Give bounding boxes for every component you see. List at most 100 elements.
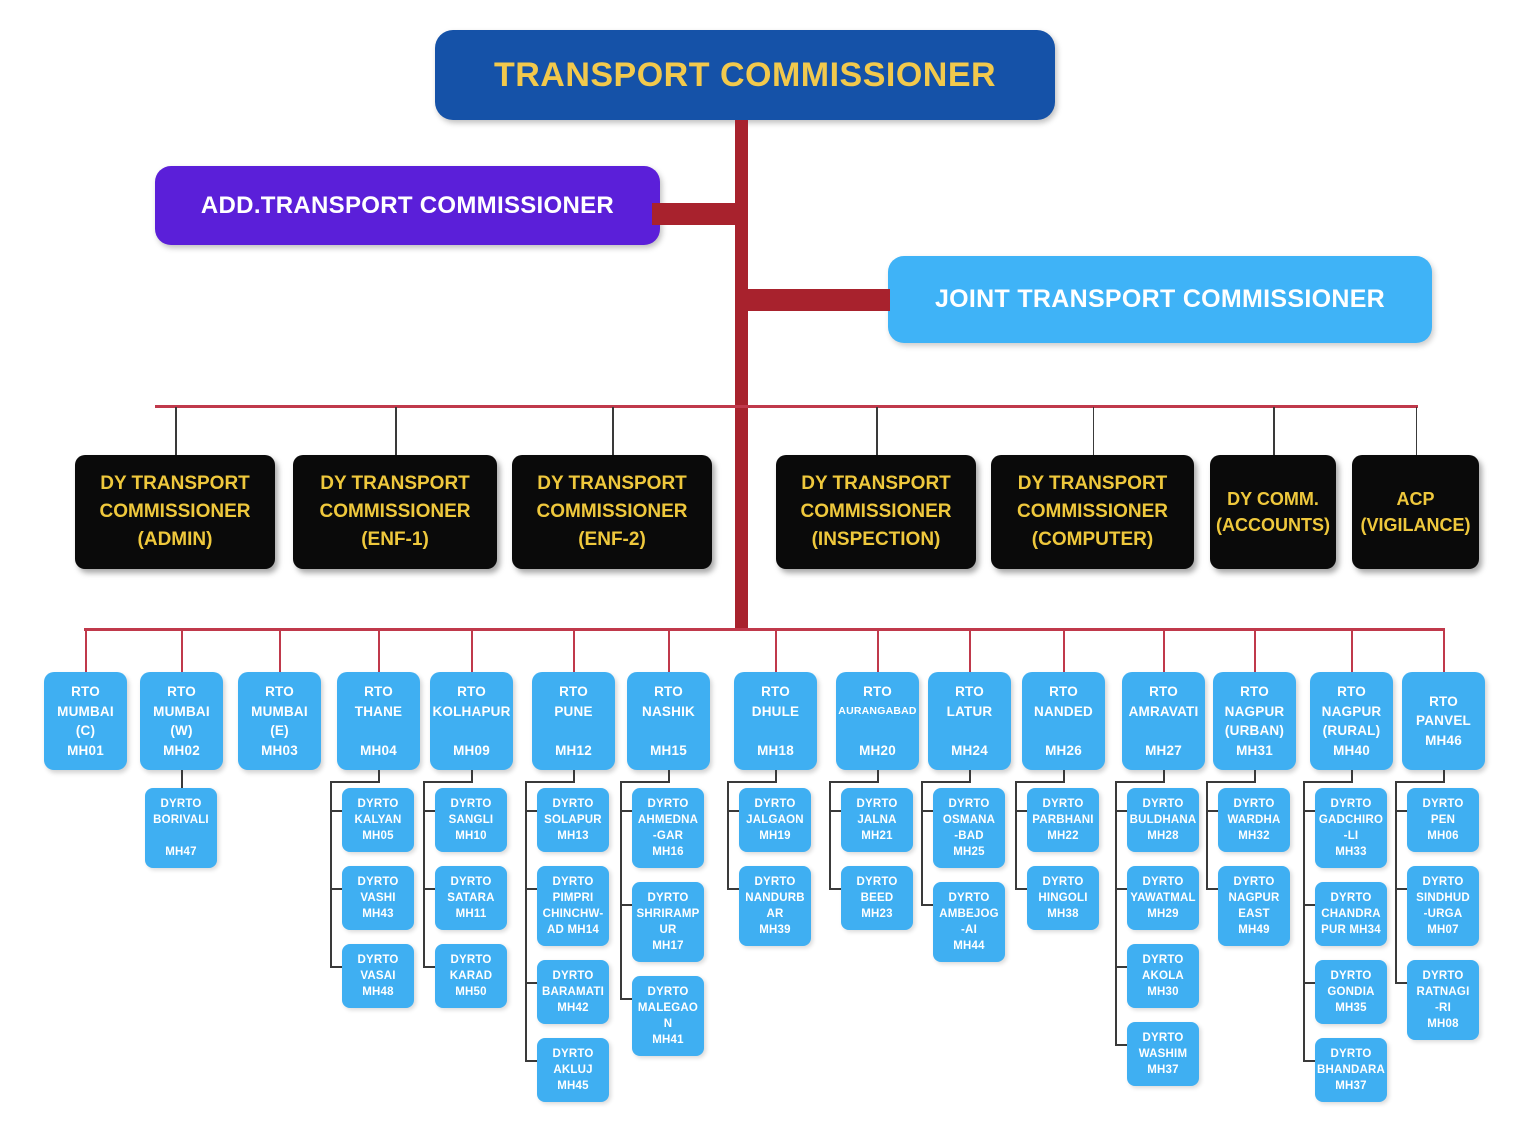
box-line: DY TRANSPORT <box>320 473 470 494</box>
dyrto-stub-line <box>1303 982 1315 984</box>
box-line: BHANDARA <box>1316 1064 1386 1076</box>
box-line: CHINCHW- <box>542 908 604 920</box>
box-line: DYRTO <box>1142 876 1184 888</box>
dyrto-jog-line <box>525 781 574 783</box>
dyrto-drop-line <box>572 770 575 783</box>
dyrto-drop-line <box>876 770 879 783</box>
level3-drop-line <box>876 630 879 672</box>
box-line: VASHI <box>360 892 396 904</box>
box-line: -LI <box>1343 830 1359 842</box>
box-line: MH37 <box>1335 1080 1367 1092</box>
box-line: HINGOLI <box>1038 892 1088 904</box>
box-line: MH47 <box>165 846 197 858</box>
box-line: MH50 <box>455 986 487 998</box>
box-line: KALYAN <box>354 814 402 826</box>
box-line: NAGPUR <box>1228 892 1280 904</box>
level3-drop-line <box>180 630 183 672</box>
dyrto-rail-line <box>1206 781 1208 888</box>
box-line: AKLUJ <box>553 1064 593 1076</box>
dyrto-jog-line <box>829 781 878 783</box>
level3-rail-line <box>84 628 1445 631</box>
box-line: MH11 <box>455 908 487 920</box>
box-line: MH44 <box>953 940 985 952</box>
box-line: DY TRANSPORT <box>100 473 250 494</box>
dyrto-drop-line <box>774 770 777 783</box>
box-line: DYRTO <box>1422 798 1464 810</box>
level3-drop-line <box>377 630 380 672</box>
box-line: MH16 <box>652 846 684 858</box>
dyrto-rail-line <box>727 781 729 888</box>
dyrto-stub-line <box>921 810 933 812</box>
box-line: DYRTO <box>552 970 594 982</box>
dyrto-jog-line <box>1206 781 1255 783</box>
box-line: (E) <box>270 723 289 738</box>
dyrto-stub-line <box>1395 810 1407 812</box>
add-transport-commissioner-box: ADD.TRANSPORT COMMISSIONER <box>155 166 660 245</box>
dyrto-stub-line <box>330 810 342 812</box>
dyrto-drop-line <box>1253 770 1256 783</box>
level2-drop-line <box>1092 407 1094 455</box>
box-line: DYRTO <box>357 798 399 810</box>
box-line: RATNAGI <box>1416 986 1470 998</box>
box-line: NANDURB <box>745 892 805 904</box>
dyrto-drop-line <box>1162 770 1165 783</box>
box-line: MH26 <box>1045 742 1082 758</box>
box-line: RTO <box>71 684 100 699</box>
box-line: DYRTO <box>357 954 399 966</box>
box-line: DYRTO <box>552 798 594 810</box>
dyrto-jog-line <box>330 781 379 783</box>
box-line: MH03 <box>261 742 298 758</box>
dyrto-stub-line <box>829 888 841 890</box>
box-line: MH01 <box>67 742 104 758</box>
level2-drop-line <box>876 407 878 455</box>
dyrto-drop-line <box>1350 770 1353 783</box>
box-line: RTO <box>167 684 196 699</box>
box-line: DYRTO <box>1042 798 1084 810</box>
box-line: BEED <box>860 892 894 904</box>
box-line: BULDHANA <box>1129 814 1197 826</box>
level3-drop-line <box>774 630 777 672</box>
box-line: -BAD <box>954 830 984 842</box>
box-line: MH46 <box>1425 732 1462 748</box>
dyrto-jog-line <box>1015 781 1064 783</box>
level3-drop-line <box>278 630 281 672</box>
level3-drop-line <box>84 630 87 672</box>
box-line: -URGA <box>1423 908 1463 920</box>
box-line: MH31 <box>1236 742 1273 758</box>
dyrto-stub-line <box>620 998 632 1000</box>
dy-office-box: ACP(VIGILANCE) <box>1352 455 1479 569</box>
box-line: NAGPUR <box>1321 703 1382 719</box>
box-line: -RI <box>1435 1002 1451 1014</box>
dyrto-rail-line <box>1115 781 1117 1044</box>
box-line: DY TRANSPORT <box>801 473 951 494</box>
level3-drop-line <box>572 630 575 672</box>
box-line: MH28 <box>1147 830 1179 842</box>
box-line: DYRTO <box>1422 970 1464 982</box>
box-line: (ACCOUNTS) <box>1216 515 1330 535</box>
box-line: DY TRANSPORT <box>1017 473 1168 494</box>
box-line: MH07 <box>1427 924 1459 936</box>
dyrto-stub-line <box>423 966 435 968</box>
dyrto-stub-line <box>423 888 435 890</box>
level3-drop-line <box>1253 630 1256 672</box>
dyrto-stub-line <box>620 904 632 906</box>
box-line: MALEGAO <box>637 1002 699 1014</box>
level2-drop-line <box>395 407 397 455</box>
add-connector-bar <box>652 203 748 225</box>
dyrto-stub-line <box>1115 1044 1127 1046</box>
box-line: SANGLI <box>448 814 494 826</box>
